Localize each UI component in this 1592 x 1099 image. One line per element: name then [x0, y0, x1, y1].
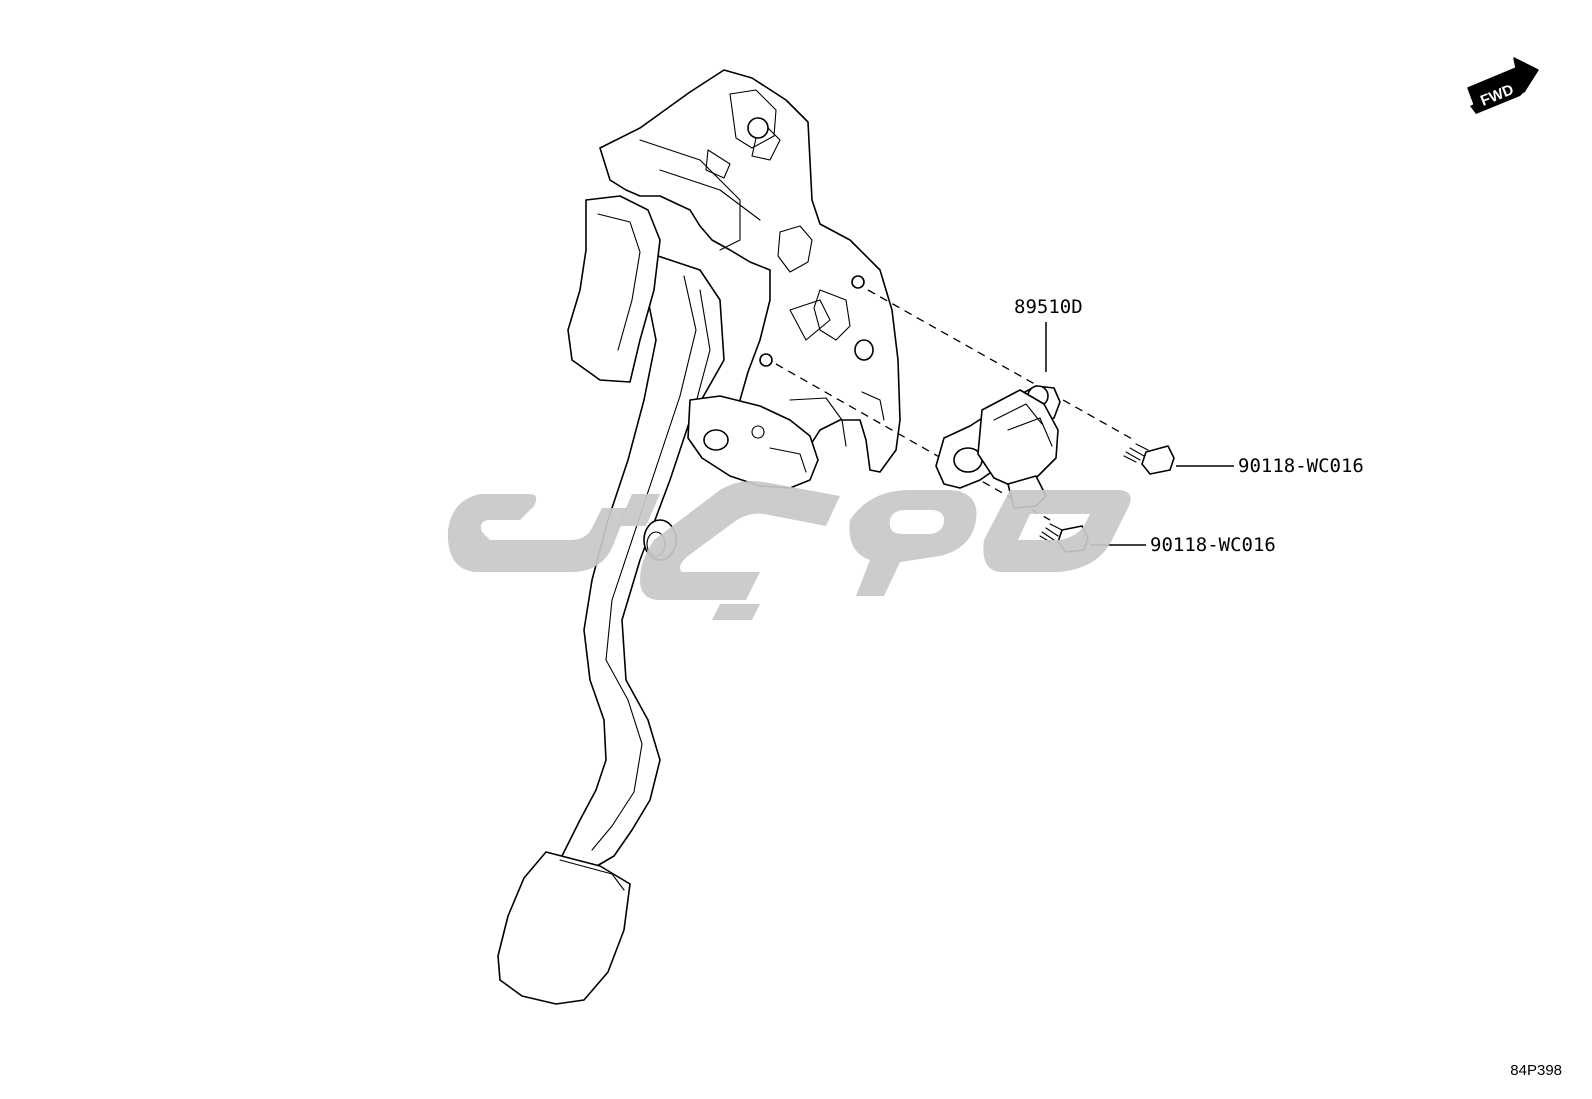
assembly-guide-lines	[775, 289, 1135, 521]
watermark-logo	[447, 481, 1131, 620]
bolt-upper	[1123, 443, 1175, 475]
callout-bolt-lower-part-number: 90118-WC016	[1150, 534, 1276, 556]
figure-id: 84P398	[1510, 1062, 1562, 1079]
callout-bolt-upper-part-number: 90118-WC016	[1238, 455, 1364, 477]
direction-arrow-icon: FWD	[1467, 57, 1539, 114]
callout-sensor-part-number: 89510D	[1014, 296, 1083, 318]
